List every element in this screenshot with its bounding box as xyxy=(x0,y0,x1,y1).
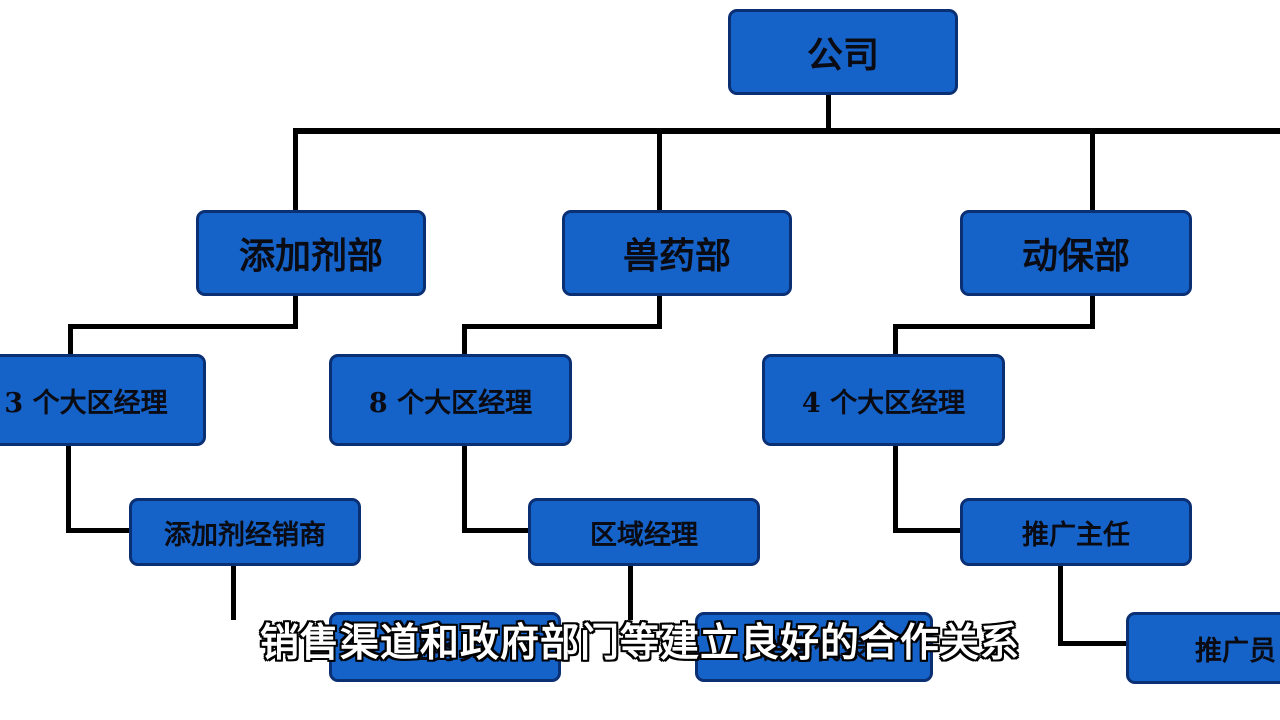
connector-animal-l3-vertical xyxy=(893,445,898,532)
vet-regional-managers-node: 8 个大区经理 xyxy=(329,354,572,446)
connector-additive-l3-horizontal xyxy=(66,528,132,533)
connector-additive-to-managers xyxy=(293,294,298,329)
additive-dept-node: 添加剂部 xyxy=(196,210,426,296)
vet-drug-dept-node: 兽药部 xyxy=(562,210,792,296)
connector-vet-managers-down xyxy=(462,324,467,356)
connector-company-down xyxy=(826,93,831,133)
connector-vet-to-managers xyxy=(657,294,662,329)
company-node: 公司 xyxy=(728,9,958,95)
connector-additive-up xyxy=(293,130,298,212)
connector-animal-managers-bus xyxy=(893,324,1095,329)
connector-additive-l3-vertical xyxy=(66,445,71,532)
connector-animal-l4-vertical xyxy=(1058,565,1063,645)
connector-vet-managers-bus xyxy=(462,324,662,329)
connector-animal-l3-horizontal xyxy=(893,528,963,533)
promoter-node: 推广员 xyxy=(1126,612,1280,684)
animal-regional-managers-node: 4 个大区经理 xyxy=(762,354,1005,446)
connector-vet-l4-vertical xyxy=(628,565,633,620)
promotion-director-node: 推广主任 xyxy=(960,498,1192,566)
additive-distributor-node: 添加剂经销商 xyxy=(129,498,361,566)
video-subtitle: 销售渠道和政府部门等建立良好的合作关系 xyxy=(259,621,1020,666)
vet-next-level-node: 销售代表 xyxy=(695,612,933,682)
connector-vet-up xyxy=(657,130,662,212)
additive-next-level-node: 业务员 xyxy=(329,612,561,682)
connector-vet-l3-horizontal xyxy=(462,528,532,533)
connector-animal-up xyxy=(1090,130,1095,212)
connector-additive-managers-bus xyxy=(68,324,298,329)
connector-animal-managers-down xyxy=(893,324,898,356)
connector-animal-to-managers xyxy=(1090,294,1095,329)
connector-additive-managers-down xyxy=(68,324,73,356)
connector-top-bus xyxy=(293,128,1280,134)
vet-area-manager-node: 区域经理 xyxy=(528,498,760,566)
connector-vet-l3-vertical xyxy=(462,445,467,532)
connector-animal-l4-horizontal xyxy=(1058,641,1130,646)
connector-additive-l4-vertical xyxy=(231,565,236,620)
animal-health-dept-node: 动保部 xyxy=(960,210,1192,296)
additive-regional-managers-node: 3 个大区经理 xyxy=(0,354,206,446)
